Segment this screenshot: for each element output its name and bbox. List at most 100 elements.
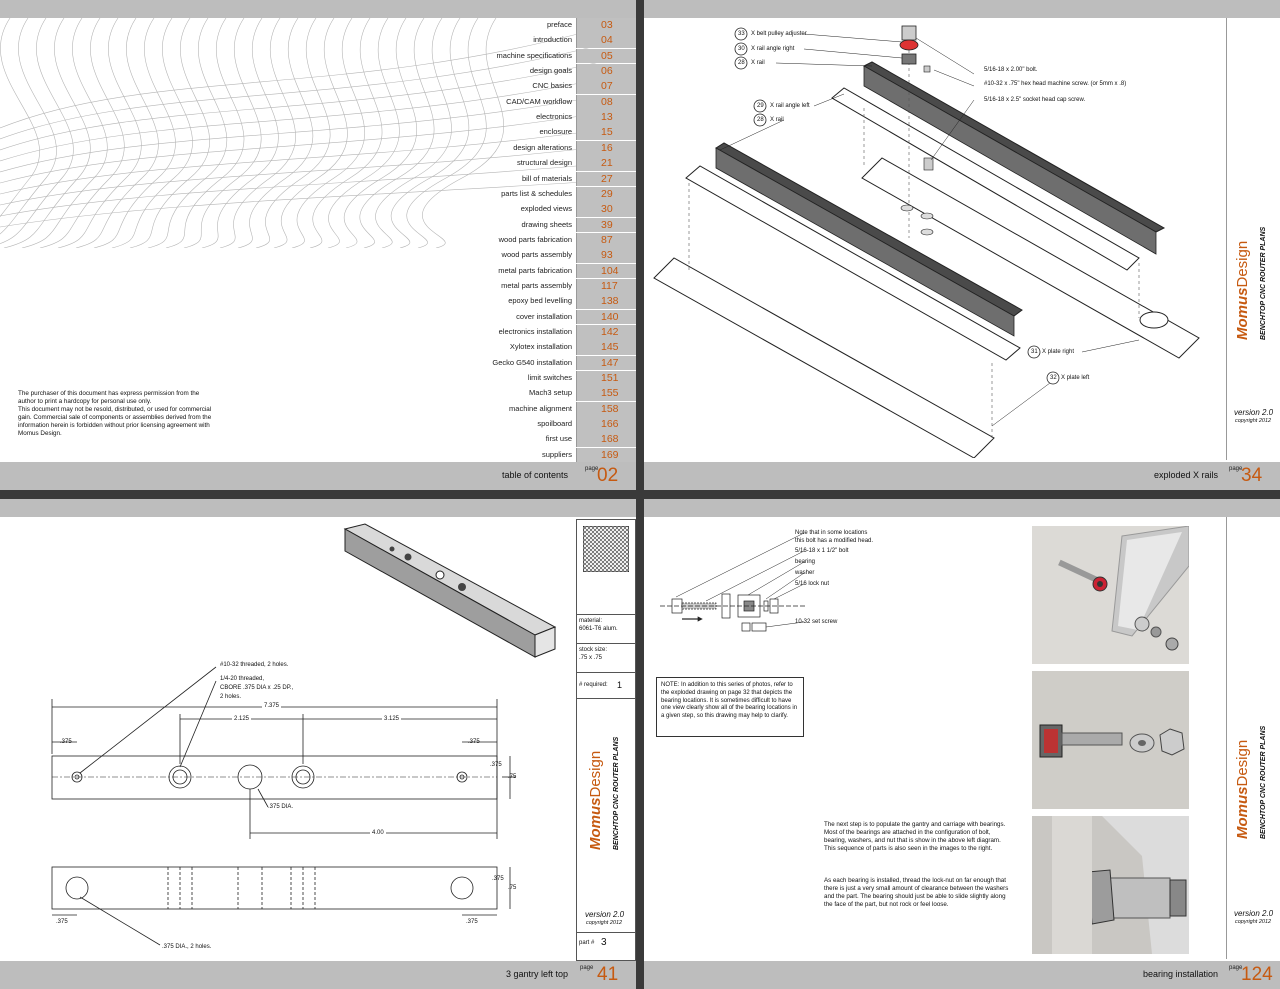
toc-item-page: 29 [576,186,636,202]
x-rail-angle-right-shape [831,87,1140,271]
x-rail-angle-left-shape [685,165,1021,361]
toc-item-page: 21 [576,156,636,171]
toc-item-page: 07 [576,79,636,95]
legal-notice-line: The purchaser of this document has expre… [18,390,200,405]
toc-item-label: Xylotex installation [509,342,572,352]
brand-name-light: Design [1234,739,1251,787]
toc-item[interactable]: epoxy bed levelling 138 [0,294,636,310]
toc-item-page: 93 [576,248,636,264]
brand-subtitle: BENCHTOP CNC ROUTER PLANS [1260,725,1267,839]
legal-notice-line: This document may not be resold, distrib… [18,406,212,437]
toc-item-label: design goals [529,66,572,76]
material-value: 6061-T6 alum. [579,626,618,632]
toc-item-page: 155 [576,386,636,402]
brand-name-bold: Momus [1234,786,1251,840]
toc-item-label: machine alignment [509,403,572,413]
toc-item-page: 138 [576,294,636,310]
copyright-label: copyright 2012 [586,920,623,926]
toc-item-label: drawing sheets [521,219,572,229]
toc-item[interactable]: CNC basics 07 [0,79,636,95]
toc-item-label: preface [546,20,572,29]
bearing-photo-assembled [1032,671,1189,809]
toc-item[interactable]: first use 168 [0,432,636,448]
toc-item-label: Gecko G540 installation [492,357,572,367]
page-top-bar [644,499,1280,517]
toc-item-page: 158 [576,401,636,417]
motor-hole [1139,311,1169,329]
stock-size-value: .75 x .75 [579,655,603,661]
diagram-label: bearing [795,559,816,565]
diagram-label: 5/16-18 x 1 1/2" bolt [795,548,849,554]
toc-item-page: 04 [576,33,636,49]
toc-item-page: 39 [576,217,636,233]
toc-item[interactable]: parts list & schedules 29 [0,186,636,202]
diagram-label: Note that in some locations [795,530,868,536]
dim-h2: .75 [508,885,517,891]
hardware-note: 5/16-18 x 2.00" bolt. [984,67,1038,73]
dim-h2: .75 [508,774,517,780]
toc-item[interactable]: machine alignment 158 [0,401,636,417]
toc-item-label: wood parts assembly [501,250,572,260]
dim-d1: 2.125 [232,716,252,722]
page-footer: exploded X rails page 34 [644,462,1280,490]
page-number: 124 [1241,964,1273,985]
toc-item-label: parts list & schedules [501,188,572,198]
toc-item-label: CNC basics [532,81,572,91]
toc-item-page: 104 [576,263,636,279]
version-label: version 2.0 [1234,909,1274,918]
callout-label: X plate right [1042,349,1075,355]
page-label: page [580,965,594,971]
x-plate-right-shape [861,157,1200,359]
thread-note: CBORE .375 DIA x .25 DP., [220,685,294,691]
dim-edge-right: .375 [468,739,480,745]
toc-item-page: 27 [576,171,636,187]
copyright-label: copyright 2012 [1235,418,1272,424]
instruction-paragraph: As each bearing is installed, thread the… [824,877,1009,908]
toc-item-label: first use [545,434,572,444]
dim-span: 4.00 [370,830,386,836]
toc-item-page: 166 [576,417,636,432]
page-top-bar [644,0,1280,18]
page-top-bar [0,499,636,517]
callout-label: X belt pulley adjuster [751,31,807,37]
callout-number: 32 [1050,375,1057,381]
bearing-photo-installed [1032,816,1189,954]
page-top-bar [0,0,636,18]
page-footer: table of contents page 02 [0,462,636,490]
toc-item[interactable]: wood parts assembly 93 [0,248,636,264]
toc-item[interactable]: drawing sheets 39 [0,217,636,233]
toc-item-page: 168 [576,432,636,448]
dim-edge-left: .375 [56,919,68,925]
toc-item-label: cover installation [516,311,572,321]
material-label: material: [579,618,603,624]
hardware-note: 5/16-18 x 2.5" socket head cap screw. [984,97,1086,103]
toc-item-label: epoxy bed levelling [508,296,572,306]
top-view-drawing [51,666,516,946]
toc-item-label: electronics installation [498,327,572,336]
brand-name-light: Design [1234,240,1251,288]
part-info-panel: material: 6061-T6 alum. stock size: .75 … [576,519,636,961]
